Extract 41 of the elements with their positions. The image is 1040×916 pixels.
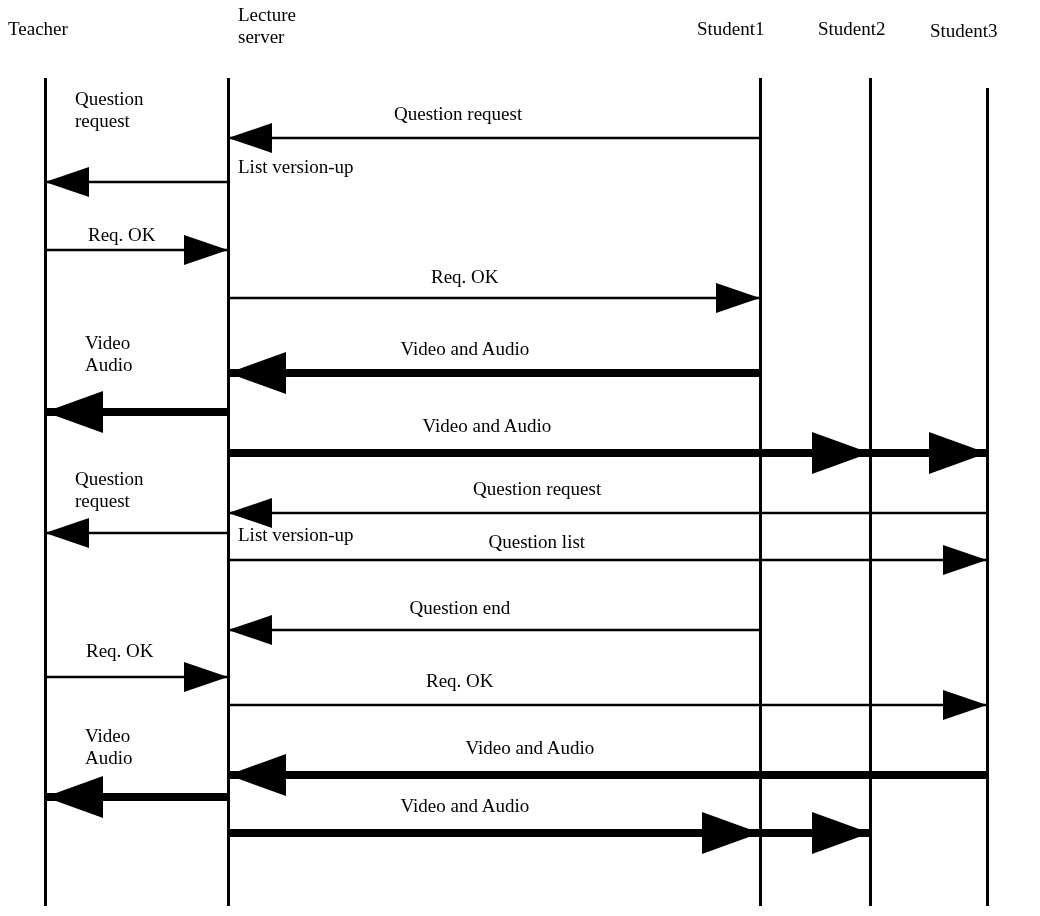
- edge-label: Req. OK: [88, 224, 156, 246]
- edge-label: Video Audio: [85, 725, 134, 769]
- edge-label: Question request: [473, 478, 602, 500]
- arrow: [228, 812, 760, 854]
- edge-label: Req. OK: [86, 640, 154, 662]
- arrow: [228, 352, 760, 394]
- arrow: [45, 167, 228, 197]
- participant-label: Student1: [697, 18, 766, 40]
- participant-label: Student3: [930, 20, 999, 42]
- note-label: List version-up: [238, 156, 354, 178]
- arrow: [228, 283, 760, 313]
- edge-label: Question request: [75, 468, 145, 512]
- arrow: [228, 545, 987, 575]
- participant-label: Lecture server: [238, 4, 297, 48]
- arrow: [228, 615, 760, 645]
- edge-label: Question list: [488, 531, 586, 553]
- note-label: List version-up: [238, 524, 354, 546]
- edge-label: Question request: [75, 88, 145, 132]
- edge-label: Question request: [394, 103, 523, 125]
- arrow: [45, 776, 228, 818]
- edge-label: Video and Audio: [400, 338, 530, 360]
- edge-label: Video and Audio: [465, 737, 595, 759]
- arrow: [228, 754, 987, 796]
- arrow: [760, 812, 870, 854]
- arrow: [228, 432, 870, 474]
- edge-label: Req. OK: [431, 266, 499, 288]
- edge-label: Question end: [409, 597, 511, 619]
- edge-label: Video and Audio: [400, 795, 530, 817]
- arrow: [228, 498, 987, 528]
- edge-label: Video Audio: [85, 332, 134, 376]
- arrow: [45, 235, 228, 265]
- arrow: [45, 518, 228, 548]
- arrow: [45, 662, 228, 692]
- arrow: [45, 391, 228, 433]
- participant-label: Teacher: [8, 18, 69, 40]
- arrow: [228, 123, 760, 153]
- arrow: [870, 432, 987, 474]
- arrow: [228, 690, 987, 720]
- edge-label: Video and Audio: [422, 415, 552, 437]
- participant-label: Student2: [818, 18, 887, 40]
- edge-label: Req. OK: [426, 670, 494, 692]
